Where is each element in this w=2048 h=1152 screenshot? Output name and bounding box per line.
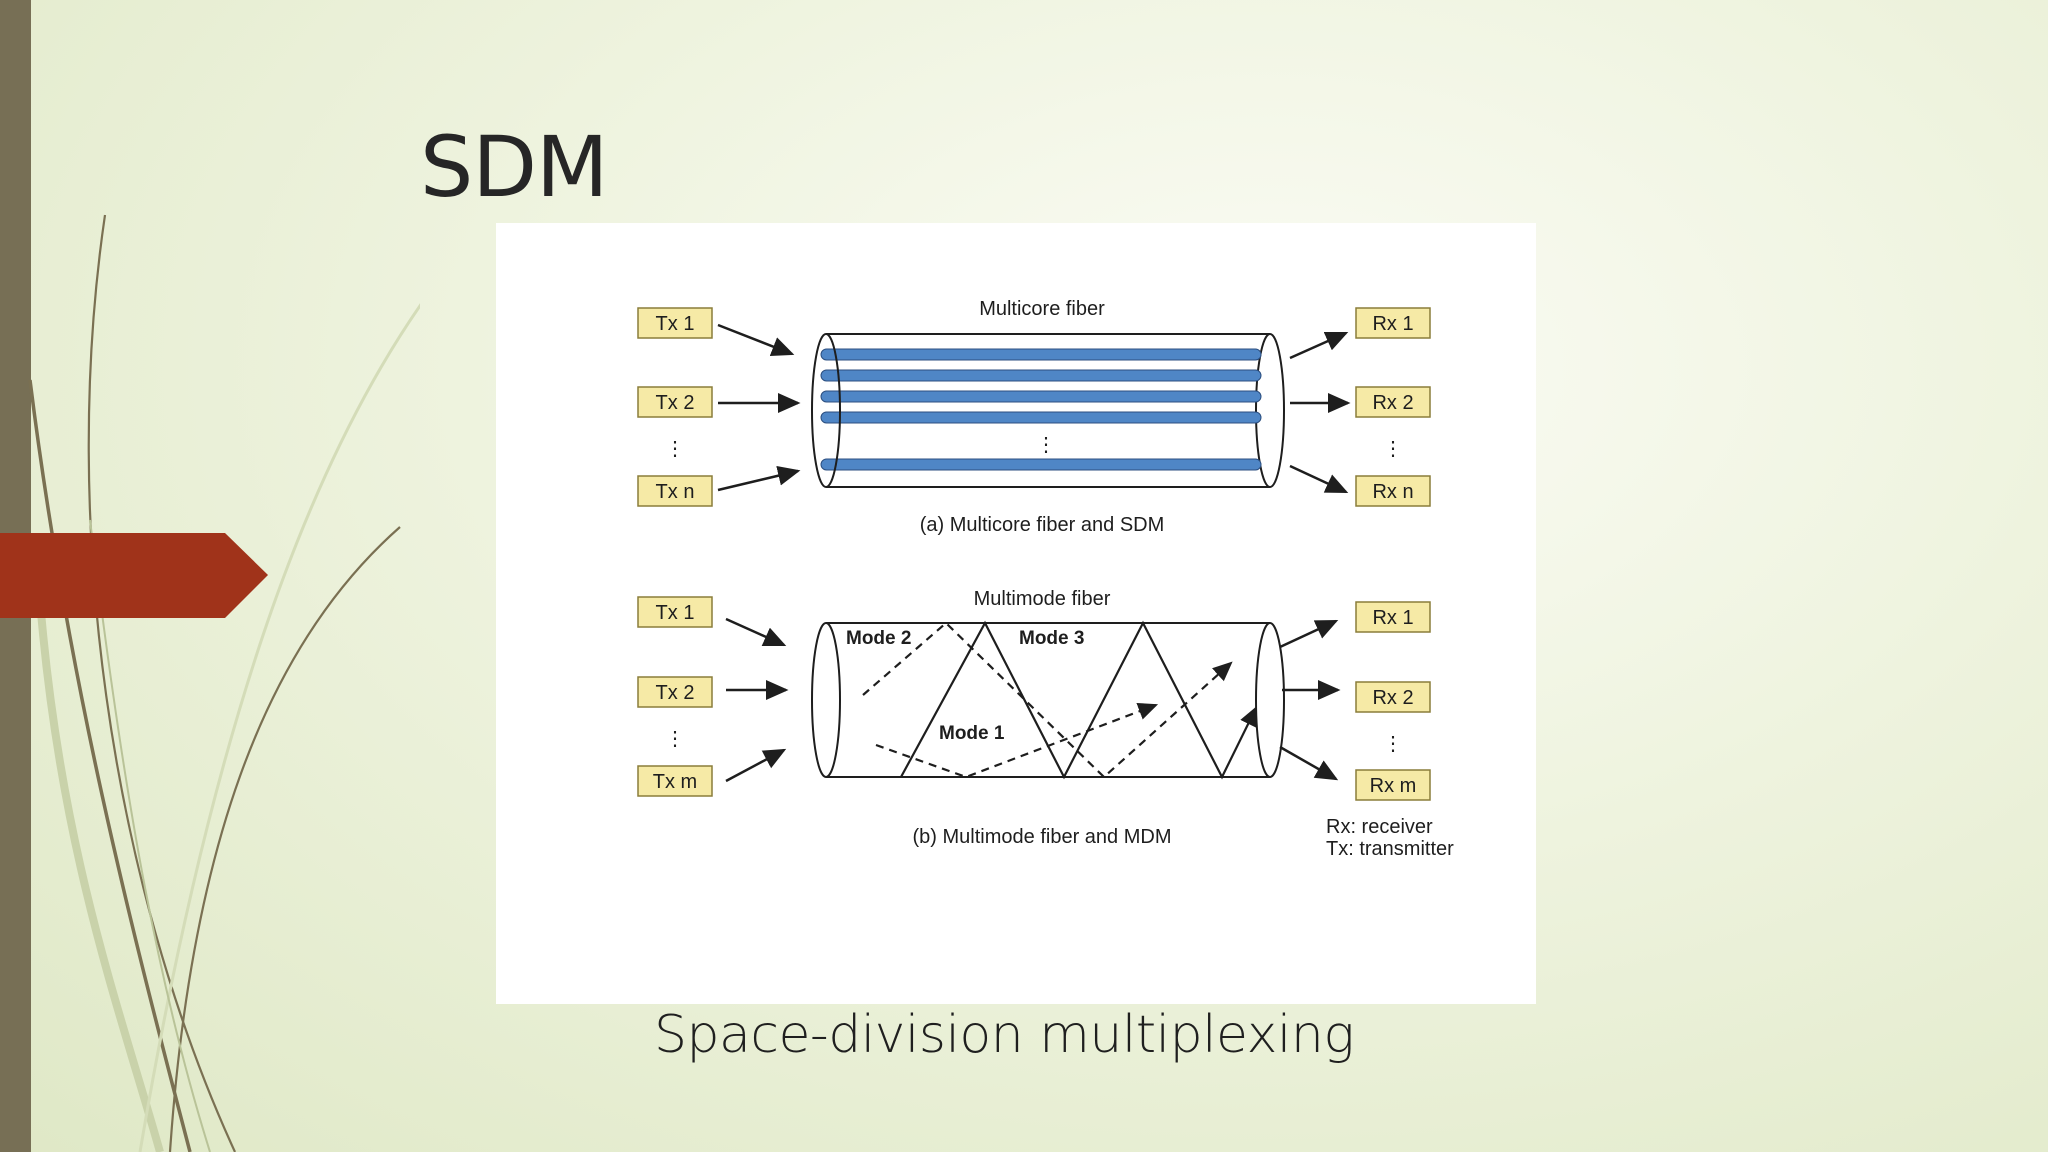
tx-box: Tx n [637, 475, 713, 507]
rx-label: Rx 1 [1372, 607, 1413, 629]
slide-subtitle: Space-division multiplexing [653, 1005, 1355, 1065]
svg-text:⋮: ⋮ [1383, 733, 1403, 755]
legend-rx: Rx: receiver [1326, 816, 1433, 838]
rx-box: Rx 1 [1355, 307, 1431, 339]
tx-box: Tx 1 [637, 307, 713, 339]
tx-label: Tx 1 [656, 313, 695, 335]
legend-tx: Tx: transmitter [1326, 838, 1454, 860]
rx-label: Rx m [1370, 775, 1417, 797]
fiber-cores: ⋮ [820, 348, 1262, 471]
tx-box: Tx 1 [637, 596, 713, 628]
svg-text:⋮: ⋮ [665, 728, 685, 750]
rx-label: Rx 1 [1372, 313, 1413, 335]
rx-label: Rx 2 [1372, 687, 1413, 709]
multimode-fiber-cylinder: Mode 2 Mode 3 Mode 1 [811, 620, 1285, 780]
mode-label: Mode 2 [846, 628, 911, 649]
multicore-caption: (a) Multicore fiber and SDM [920, 514, 1165, 536]
tx-label: Tx n [656, 481, 695, 503]
rx-box: Rx 2 [1355, 681, 1431, 713]
rx-box: Rx 1 [1355, 601, 1431, 633]
tx-box: Tx 2 [637, 676, 713, 708]
rx-box: Rx m [1355, 769, 1431, 801]
multimode-caption: (b) Multimode fiber and MDM [913, 826, 1172, 848]
tx-label: Tx 2 [656, 682, 695, 704]
mode-label: Mode 3 [1019, 628, 1084, 649]
chevron-banner-icon [0, 533, 268, 618]
multicore-fiber-cylinder: ⋮ [811, 333, 1285, 488]
svg-text:⋮: ⋮ [1383, 438, 1403, 460]
mode-label: Mode 1 [939, 723, 1005, 744]
svg-text:⋮: ⋮ [665, 438, 685, 460]
decorative-curves [28, 214, 420, 1152]
tx-label: Tx 1 [656, 602, 695, 624]
multimode-fiber-label: Multimode fiber [974, 588, 1111, 610]
tx-box: Tx m [637, 765, 713, 797]
rx-label: Rx n [1372, 481, 1413, 503]
slide-title: SDM [420, 118, 608, 216]
tx-label: Tx 2 [656, 392, 695, 414]
rx-label: Rx 2 [1372, 392, 1413, 414]
sdm-figure: Multicore fiber Tx 1 Tx 2 ⋮ Tx n [496, 223, 1536, 1004]
tx-box: Tx 2 [637, 386, 713, 418]
multicore-fiber-label: Multicore fiber [979, 298, 1105, 320]
rx-box: Rx 2 [1355, 386, 1431, 418]
rx-box: Rx n [1355, 475, 1431, 507]
tx-label: Tx m [653, 771, 697, 793]
svg-text:⋮: ⋮ [1036, 434, 1056, 456]
